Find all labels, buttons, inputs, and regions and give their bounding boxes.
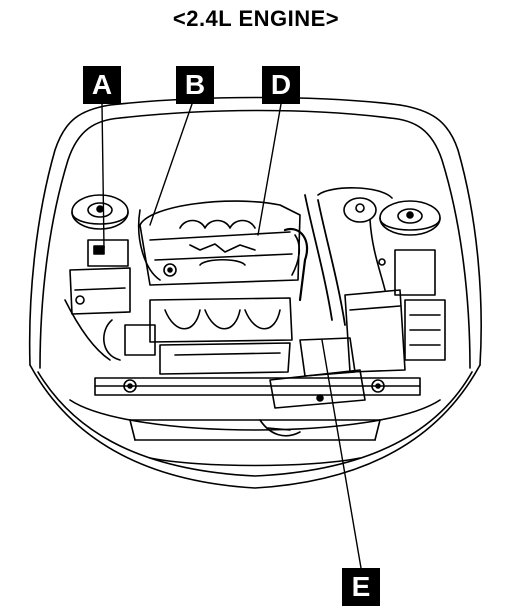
leader-lines xyxy=(101,103,362,569)
air-cleaner xyxy=(317,187,446,373)
car-body-outline xyxy=(28,96,482,489)
callout-label-a: A xyxy=(83,66,121,104)
wiring-harness xyxy=(64,209,386,361)
control-module xyxy=(269,337,366,409)
right-strut-tower xyxy=(379,200,441,236)
left-components xyxy=(69,239,156,361)
engine-block xyxy=(139,200,301,375)
left-strut-tower xyxy=(71,194,129,230)
callout-label-b: B xyxy=(176,66,214,104)
callout-label-d: D xyxy=(262,66,300,104)
radiator-support xyxy=(94,377,421,437)
callout-label-e: E xyxy=(342,568,380,606)
leader-line-b xyxy=(149,103,193,226)
intake-hose xyxy=(283,194,346,326)
diagram-title: <2.4L ENGINE> xyxy=(172,6,340,31)
leader-line-a xyxy=(101,103,105,249)
leader-line-d xyxy=(257,103,282,236)
leader-line-e xyxy=(321,339,362,569)
